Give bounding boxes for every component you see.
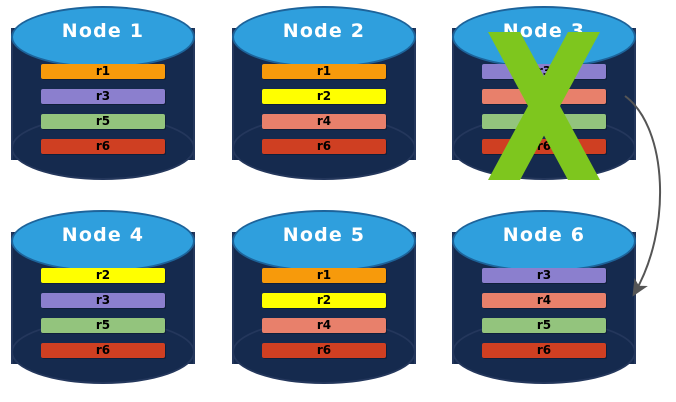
replica-bar-r2[interactable]: r2 xyxy=(262,89,386,104)
replica-bar-r1[interactable]: r1 xyxy=(262,268,386,283)
node-label: Node 6 xyxy=(502,224,586,246)
node-label: Node 4 xyxy=(61,224,145,246)
replica-bar-r5[interactable]: r5 xyxy=(482,114,606,129)
replica-bar-r4[interactable]: r4 xyxy=(482,293,606,308)
replica-list: r1 r2 r4 r6 xyxy=(262,64,386,154)
replica-bar-r3[interactable]: r3 xyxy=(41,293,165,308)
replica-bar-r6[interactable]: r6 xyxy=(482,343,606,358)
replica-bar-r6[interactable]: r6 xyxy=(262,343,386,358)
replica-list: r1 r3 r5 r6 xyxy=(41,64,165,154)
replica-bar-r3[interactable]: r3 xyxy=(41,89,165,104)
replica-bar-r2[interactable]: r2 xyxy=(262,293,386,308)
node-cylinder-1[interactable]: Node 1 r1 r3 r5 r6 xyxy=(11,6,195,182)
replica-bar-r3[interactable]: r3 xyxy=(482,268,606,283)
replica-bar-r6[interactable]: r6 xyxy=(41,343,165,358)
node-label: Node 5 xyxy=(282,224,366,246)
node-label: Node 1 xyxy=(61,20,145,42)
replica-bar-r5[interactable]: r5 xyxy=(482,318,606,333)
cylinder-top-ellipse xyxy=(11,210,195,272)
replica-bar-r4[interactable]: r4 xyxy=(262,114,386,129)
cylinder-top-ellipse xyxy=(11,6,195,68)
replica-bar-r5[interactable]: r5 xyxy=(41,114,165,129)
replica-bar-r6[interactable]: r6 xyxy=(482,139,606,154)
node-cylinder-6[interactable]: Node 6 r3 r4 r5 r6 xyxy=(452,210,636,386)
replica-bar-r4[interactable]: r4 xyxy=(482,89,606,104)
replica-list: r3 r4 r5 r6 xyxy=(482,64,606,154)
node-label: Node 3 xyxy=(502,20,586,42)
replica-bar-r1[interactable]: r1 xyxy=(262,64,386,79)
replica-bar-r3[interactable]: r3 xyxy=(482,64,606,79)
replica-bar-r2[interactable]: r2 xyxy=(41,268,165,283)
node-label: Node 2 xyxy=(282,20,366,42)
replica-list: r2 r3 r5 r6 xyxy=(41,268,165,358)
node-cylinder-5[interactable]: Node 5 r1 r2 r4 r6 xyxy=(232,210,416,386)
node-cylinder-3[interactable]: Node 3 r3 r4 r5 r6 xyxy=(452,6,636,182)
replica-list: r3 r4 r5 r6 xyxy=(482,268,606,358)
replica-bar-r6[interactable]: r6 xyxy=(262,139,386,154)
node-cylinder-2[interactable]: Node 2 r1 r2 r4 r6 xyxy=(232,6,416,182)
replica-list: r1 r2 r4 r6 xyxy=(262,268,386,358)
replica-bar-r4[interactable]: r4 xyxy=(262,318,386,333)
replica-bar-r5[interactable]: r5 xyxy=(41,318,165,333)
replica-bar-r1[interactable]: r1 xyxy=(41,64,165,79)
node-cylinder-4[interactable]: Node 4 r2 r3 r5 r6 xyxy=(11,210,195,386)
replica-bar-r6[interactable]: r6 xyxy=(41,139,165,154)
